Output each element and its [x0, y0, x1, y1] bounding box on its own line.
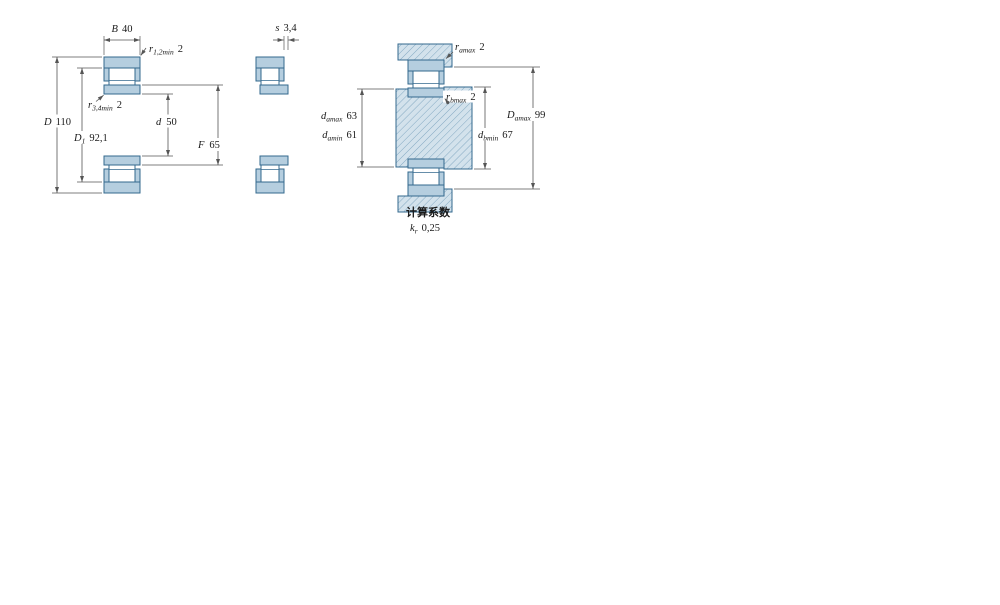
- outer-ring-flange: [103, 67, 110, 82]
- outer-ring-lower: [103, 181, 141, 194]
- inner-ring-lower: [103, 155, 141, 166]
- outer-ring-flange: [134, 67, 141, 82]
- leader-line: [445, 51, 454, 59]
- outer-ring-flange: [407, 70, 414, 85]
- outer-ring-flange: [407, 171, 414, 186]
- roller-lower: [260, 164, 280, 183]
- inner-ring-lower: [259, 155, 289, 166]
- leader-line: [444, 98, 451, 105]
- inner-ring-lower: [407, 158, 445, 169]
- outer-ring-flange: [134, 168, 141, 183]
- outer-ring-lower: [407, 184, 445, 197]
- outer-ring-flange: [438, 171, 445, 186]
- outer-ring-upper: [407, 59, 445, 72]
- text-mask: [42, 114, 74, 128]
- outer-ring-flange: [278, 168, 285, 183]
- outer-ring-flange: [103, 168, 110, 183]
- outer-ring-flange: [278, 67, 285, 82]
- inner-ring-upper: [259, 84, 289, 95]
- text-mask: [504, 108, 560, 121]
- inner-ring-upper: [407, 87, 445, 98]
- outer-ring-upper: [255, 56, 285, 69]
- calculation-factors-heading: 计算系数: [406, 205, 451, 219]
- roller-lower: [412, 167, 440, 186]
- outer-ring-flange: [438, 70, 445, 85]
- outer-ring-flange: [255, 168, 262, 183]
- roller-upper: [108, 67, 136, 86]
- text-mask: [153, 114, 184, 128]
- inner-ring-upper: [103, 84, 141, 95]
- leader-line: [95, 94, 104, 102]
- outer-ring-flange: [255, 67, 262, 82]
- text-mask: [72, 131, 111, 144]
- text-mask: [475, 128, 520, 141]
- outer-ring-upper: [103, 56, 141, 69]
- outer-ring-lower: [255, 181, 285, 194]
- roller-upper: [412, 70, 440, 89]
- roller-lower: [108, 164, 136, 183]
- text-mask: [195, 138, 224, 151]
- leader-line: [140, 47, 147, 56]
- text-mask: [443, 90, 489, 103]
- roller-upper: [260, 67, 280, 86]
